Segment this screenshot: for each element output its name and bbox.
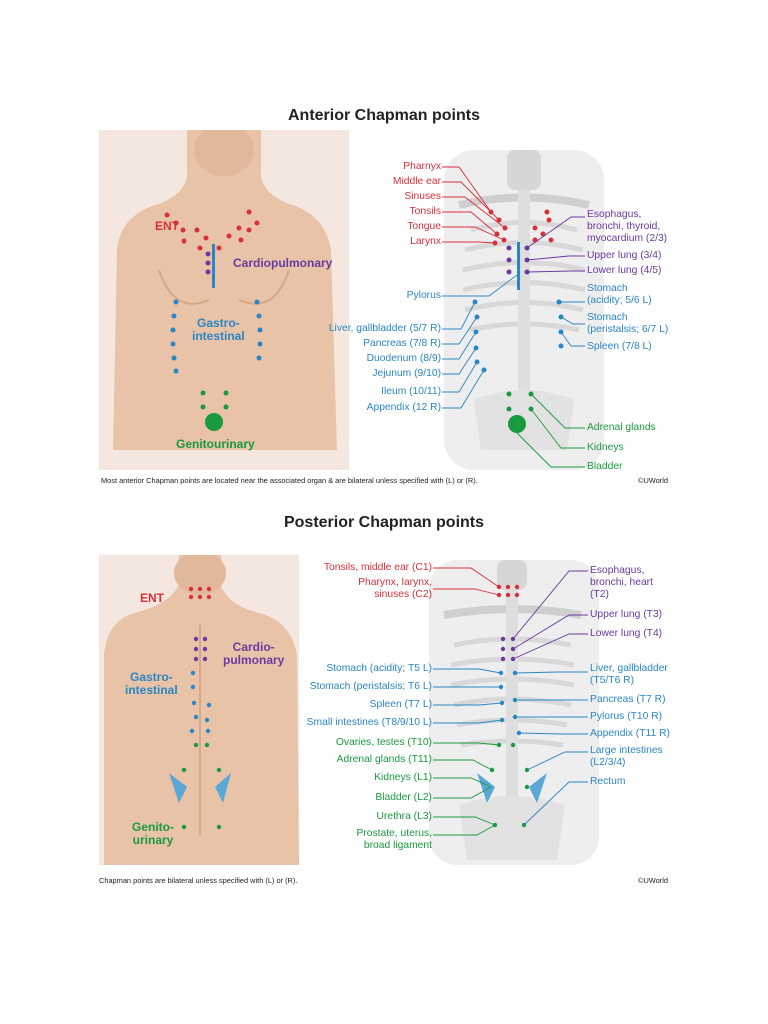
anterior-label: Liver, gallbladder (5/7 R)	[328, 323, 441, 334]
posterior-skeleton-figure	[429, 560, 599, 865]
anterior-label: myocardium (2/3)	[587, 233, 668, 244]
anterior-copyright: ©UWorld	[638, 476, 668, 485]
posterior-label: Upper lung (T3)	[590, 609, 663, 620]
anterior-label: (peristalsis; 6/7 L)	[587, 324, 669, 335]
anterior-label: Stomach	[587, 312, 628, 323]
posterior-label: bronchi, heart	[590, 577, 653, 588]
posterior-region-ent: ENT	[140, 591, 164, 605]
anterior-label: Adrenal glands	[587, 422, 656, 433]
anterior-skeleton-figure	[444, 150, 604, 470]
posterior-label: Large intestines	[590, 745, 663, 756]
posterior-illustration	[99, 555, 599, 865]
anterior-label: Jejunum (9/10)	[372, 368, 441, 379]
anterior-label: Tonsils	[409, 206, 441, 217]
anterior-label: Pylorus	[406, 290, 441, 301]
anterior-title: Anterior Chapman points	[287, 107, 480, 124]
anterior-label: Pharnyx	[403, 161, 441, 172]
anterior-label: Esophagus,	[587, 209, 642, 220]
anterior-torso-figure	[99, 130, 349, 470]
posterior-label: Pancreas (T7 R)	[590, 694, 666, 705]
posterior-label: (T5/T6 R)	[590, 675, 635, 686]
anterior-label: Kidneys	[587, 442, 624, 453]
posterior-label: Appendix (T11 R)	[590, 728, 670, 739]
anterior-illustration	[99, 130, 604, 470]
posterior-label: Lower lung (T4)	[590, 628, 663, 639]
posterior-region-gastrointestinal: Gastro- intestinal	[125, 670, 178, 697]
posterior-label: Prostate, uterus,	[356, 828, 432, 839]
posterior-label: Kidneys (L1)	[374, 772, 432, 783]
posterior-label: broad ligament	[363, 840, 432, 851]
anterior-label: bronchi, thyroid,	[587, 221, 661, 232]
posterior-label: Urethra (L3)	[376, 811, 432, 822]
posterior-label: Esophagus,	[590, 565, 645, 576]
posterior-label: Stomach (peristalsis; T6 L)	[309, 681, 432, 692]
posterior-label: Stomach (acidity; T5 L)	[326, 663, 432, 674]
posterior-region-genitourinary: Genito- urinary	[132, 820, 174, 847]
anterior-region-ent: ENT	[155, 219, 179, 233]
anterior-region-cardiopulmonary: Cardiopulmonary	[233, 256, 333, 270]
posterior-panel: ENT Cardio- pulmonary Gastro- intestinal…	[99, 555, 675, 870]
anterior-label: Duodenum (8/9)	[366, 353, 441, 364]
anterior-label: Larynx	[410, 236, 441, 247]
posterior-label: (T2)	[590, 589, 609, 600]
posterior-label: Spleen (T7 L)	[369, 699, 432, 710]
posterior-label: Tonsils, middle ear (C1)	[323, 562, 432, 573]
anterior-label: Bladder	[587, 461, 623, 472]
anterior-label: Middle ear	[392, 176, 441, 187]
anterior-region-genitourinary: Genitourinary	[176, 437, 255, 451]
anterior-label: Upper lung (3/4)	[587, 250, 662, 261]
posterior-label: Pylorus (T10 R)	[590, 711, 663, 722]
anterior-label: Pancreas (7/8 R)	[363, 338, 441, 349]
posterior-footnote: Chapman points are bilateral unless spec…	[99, 876, 298, 885]
anterior-label: (acidity; 5/6 L)	[587, 295, 652, 306]
anterior-region-gastrointestinal: Gastro- intestinal	[192, 316, 245, 343]
posterior-label: Ovaries, testes (T10)	[335, 737, 432, 748]
posterior-label: Adrenal glands (T11)	[336, 754, 432, 765]
anterior-label: Appendix (12 R)	[366, 402, 441, 413]
posterior-label: (L2/3/4)	[590, 757, 626, 768]
posterior-label: Liver, gallbladder	[590, 663, 668, 674]
posterior-label: Rectum	[590, 776, 626, 787]
posterior-copyright: ©UWorld	[638, 876, 668, 885]
posterior-back-figure	[99, 555, 299, 865]
anterior-footnote: Most anterior Chapman points are located…	[101, 476, 478, 485]
anterior-label: Spleen (7/8 L)	[587, 341, 652, 352]
posterior-label: Bladder (L2)	[375, 792, 432, 803]
posterior-label: Pharynx, larynx,	[358, 577, 432, 588]
posterior-label: Small intestines (T8/9/10 L)	[306, 717, 432, 728]
posterior-label: sinuses (C2)	[374, 589, 432, 600]
anterior-label: Stomach	[587, 283, 628, 294]
posterior-title: Posterior Chapman points	[283, 514, 485, 531]
anterior-panel: ENT Cardiopulmonary Gastro- intestinal G…	[99, 130, 675, 500]
anterior-label: Ileum (10/11)	[381, 386, 441, 397]
anterior-label: Lower lung (4/5)	[587, 265, 662, 276]
anterior-label: Sinuses	[404, 191, 441, 202]
anterior-label: Tongue	[407, 221, 441, 232]
posterior-region-cardiopulmonary: Cardio- pulmonary	[223, 640, 285, 667]
